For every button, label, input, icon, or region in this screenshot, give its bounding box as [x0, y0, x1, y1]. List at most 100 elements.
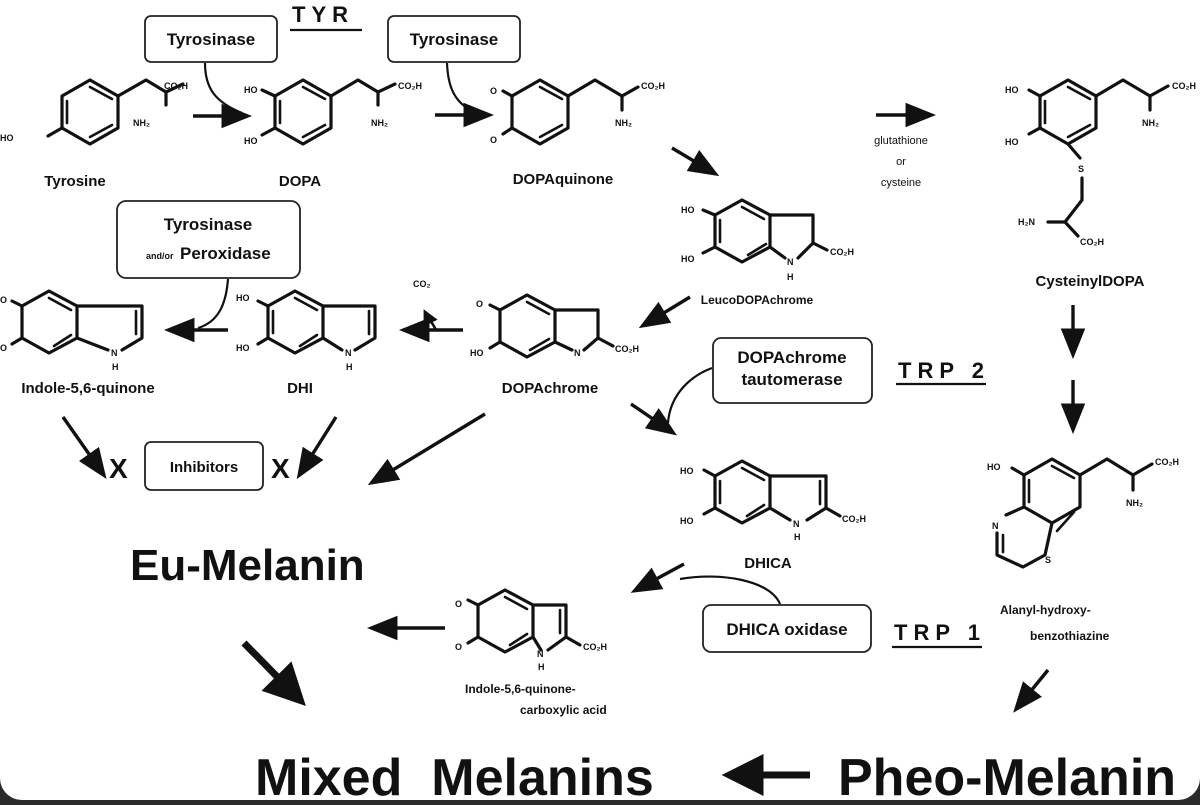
- enzyme-label-line2: Peroxidase: [180, 244, 271, 263]
- atom-label: HO: [681, 205, 695, 215]
- enzyme-label-line1: DOPAchrome: [737, 348, 846, 367]
- molecule-dhi[interactable]: HO HO N H DHI: [236, 289, 377, 397]
- enzyme-connector-curve: [679, 575, 782, 605]
- enzyme-box-tyrosinase-2[interactable]: Tyrosinase: [387, 15, 521, 63]
- enzyme-label: Tyrosinase: [167, 30, 256, 49]
- atom-label: O: [0, 295, 7, 305]
- atom-label: O: [0, 343, 7, 353]
- product-eumelanin: Eu-Melanin: [130, 541, 365, 590]
- atom-label: O: [490, 135, 497, 145]
- atom-label: N: [574, 348, 581, 358]
- conditions-glutathione-cysteine: glutathione or cysteine: [874, 135, 928, 189]
- atom-label: CO₂H: [1080, 237, 1104, 247]
- atom-label: NH₂: [1142, 118, 1159, 128]
- atom-label: N: [345, 348, 352, 358]
- molecule-name-line2: carboxylic acid: [520, 703, 607, 717]
- enzyme-box-tyrosinase-1[interactable]: Tyrosinase: [144, 15, 278, 63]
- condition-line: cysteine: [881, 177, 921, 189]
- gene-trp1-text: TRP 1: [894, 620, 986, 645]
- atom-label: N: [537, 649, 544, 659]
- atom-label: O: [490, 86, 497, 96]
- atom-label: H₂N: [1018, 217, 1035, 227]
- molecule-alanyl-hydroxybenzothiazine[interactable]: HO CO₂H NH₂ N S Alanyl-hydroxy- benzothi…: [987, 457, 1179, 643]
- atom-label: N: [111, 348, 118, 358]
- arrow-alanyl-to-pheomelanin: [1013, 668, 1050, 713]
- arrow-eumelanin-to-mixed: [241, 640, 306, 706]
- atom-label: CO₂H: [842, 514, 866, 524]
- molecule-dhica[interactable]: HO HO N H CO₂H DHICA: [680, 459, 866, 572]
- atom-label: N: [793, 519, 800, 529]
- product-mixed-melanins: Mixed Melanins: [255, 749, 654, 800]
- molecule-tyrosine[interactable]: HO CO₂H NH₂ Tyrosine: [0, 78, 188, 190]
- atom-label: NH₂: [133, 118, 150, 128]
- molecule-dopa[interactable]: HO HO CO₂H NH₂ DOPA: [244, 78, 422, 190]
- atom-label: HO: [987, 462, 1001, 472]
- molecule-name: LeucoDOPAchrome: [701, 293, 814, 307]
- atom-label: HO: [244, 85, 258, 95]
- atom-label: HO: [470, 348, 484, 358]
- arrow-dopachrome-to-eumelanin: [367, 412, 486, 486]
- molecule-name: Indole-5,6-quinone: [21, 380, 154, 397]
- enzyme-label-line1: Tyrosinase: [164, 215, 253, 234]
- molecule-cysteinyldopa[interactable]: HO HO CO₂H NH₂ S H₂N CO₂H CysteinylDOPA: [1005, 78, 1196, 290]
- atom-label: HO: [236, 293, 250, 303]
- atom-label: N: [992, 521, 999, 531]
- molecule-name: CysteinylDOPA: [1036, 273, 1145, 290]
- enzyme-box-dhica-oxidase[interactable]: DHICA oxidase: [702, 604, 872, 653]
- enzyme-connector-curve: [666, 366, 713, 424]
- molecule-leucodopachrome[interactable]: HO HO N H CO₂H LeucoDOPAchrome: [681, 198, 854, 307]
- enzyme-label-andor: and/or: [146, 251, 174, 261]
- inhibition-mark-right: X: [271, 453, 290, 484]
- atom-label: HO: [680, 516, 694, 526]
- enzyme-box-tyrosinase-peroxidase[interactable]: Tyrosinase and/or Peroxidase: [116, 200, 301, 279]
- molecule-dopaquinone[interactable]: O O CO₂H NH₂ DOPAquinone: [490, 78, 665, 188]
- enzyme-connector-curve: [445, 62, 473, 112]
- atom-label: H: [794, 532, 801, 542]
- molecule-indole-quinone[interactable]: O O N H Indole-5,6-quinone: [0, 289, 155, 397]
- gene-label-trp1: TRP 1: [892, 620, 986, 649]
- enzyme-label: Tyrosinase: [410, 30, 499, 49]
- atom-label: O: [476, 299, 483, 309]
- product-pheomelanin: Pheo-Melanin: [838, 749, 1176, 800]
- atom-label: HO: [681, 254, 695, 264]
- atom-label: CO₂H: [1155, 457, 1179, 467]
- atom-label: CO₂H: [1172, 81, 1196, 91]
- arrow-co2-release: [423, 309, 438, 332]
- atom-label: HO: [244, 136, 258, 146]
- gene-label-tyr: TYR: [290, 2, 362, 32]
- arrow-dhica-to-quinone-acid: [630, 562, 685, 593]
- enzyme-label-line2: tautomerase: [741, 370, 842, 389]
- enzyme-label: DHICA oxidase: [726, 620, 847, 639]
- atom-label: CO₂H: [615, 344, 639, 354]
- atom-label: H: [346, 362, 353, 372]
- atom-label: CO₂H: [398, 81, 422, 91]
- molecule-name: Tyrosine: [44, 173, 105, 190]
- condition-line: or: [896, 156, 906, 168]
- atom-label: NH₂: [615, 118, 632, 128]
- molecule-dopachrome[interactable]: O HO N CO₂H DOPAchrome: [470, 293, 639, 397]
- atom-label: O: [455, 599, 462, 609]
- molecule-name: DOPA: [279, 173, 321, 190]
- enzyme-box-dopachrome-tautomerase[interactable]: DOPAchrome tautomerase: [712, 337, 873, 404]
- molecule-name: DHICA: [744, 555, 792, 572]
- molecule-indole-quinone-carboxylic-acid[interactable]: O O N H CO₂H Indole-5,6-quinone- carboxy…: [455, 588, 607, 717]
- molecule-name: DHI: [287, 380, 313, 397]
- atom-label: S: [1045, 555, 1051, 565]
- arrow-dhi-to-eumelanin: [296, 416, 338, 480]
- atom-label: CO₂H: [641, 81, 665, 91]
- atom-label: HO: [1005, 85, 1019, 95]
- inhibitors-box[interactable]: Inhibitors: [144, 441, 264, 491]
- enzyme-connector-curve: [203, 62, 243, 115]
- inhibition-mark-left: X: [109, 453, 128, 484]
- molecule-name-line1: Indole-5,6-quinone-: [465, 682, 576, 696]
- atom-label: H: [112, 362, 119, 372]
- atom-label: NH₂: [371, 118, 388, 128]
- atom-label: HO: [680, 466, 694, 476]
- atom-label: HO: [1005, 137, 1019, 147]
- atom-label: HO: [0, 133, 14, 143]
- inhibitors-label: Inhibitors: [170, 459, 238, 476]
- molecule-name: DOPAquinone: [513, 171, 614, 188]
- enzyme-connector-curve: [197, 278, 230, 330]
